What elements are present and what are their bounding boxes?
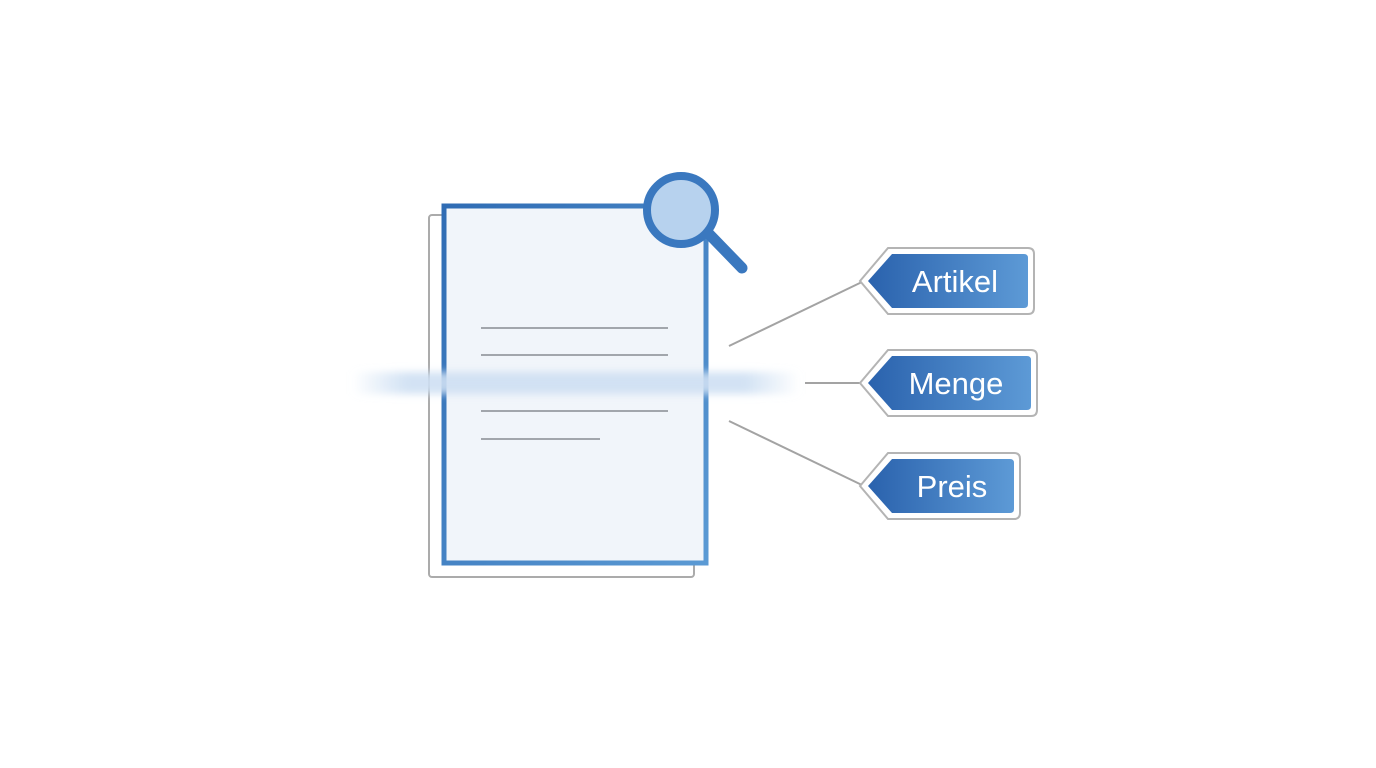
tag-menge: Menge <box>858 349 1038 417</box>
magnifier-handle <box>703 228 748 274</box>
tag-label: Preis <box>917 469 988 504</box>
scan-line <box>352 372 800 394</box>
connector-artikel <box>728 280 865 347</box>
tag-body <box>868 459 1014 513</box>
connector-preis <box>728 420 865 487</box>
magnifier-icon <box>643 172 748 274</box>
tag-label: Menge <box>909 366 1004 401</box>
tag-body <box>868 254 1028 308</box>
tag-label: Artikel <box>912 264 998 299</box>
connectors <box>728 280 865 487</box>
tag-preis: Preis <box>858 452 1021 520</box>
tag-body <box>868 356 1031 410</box>
tag-artikel: Artikel <box>858 247 1035 315</box>
magnifier-ring <box>643 172 719 248</box>
